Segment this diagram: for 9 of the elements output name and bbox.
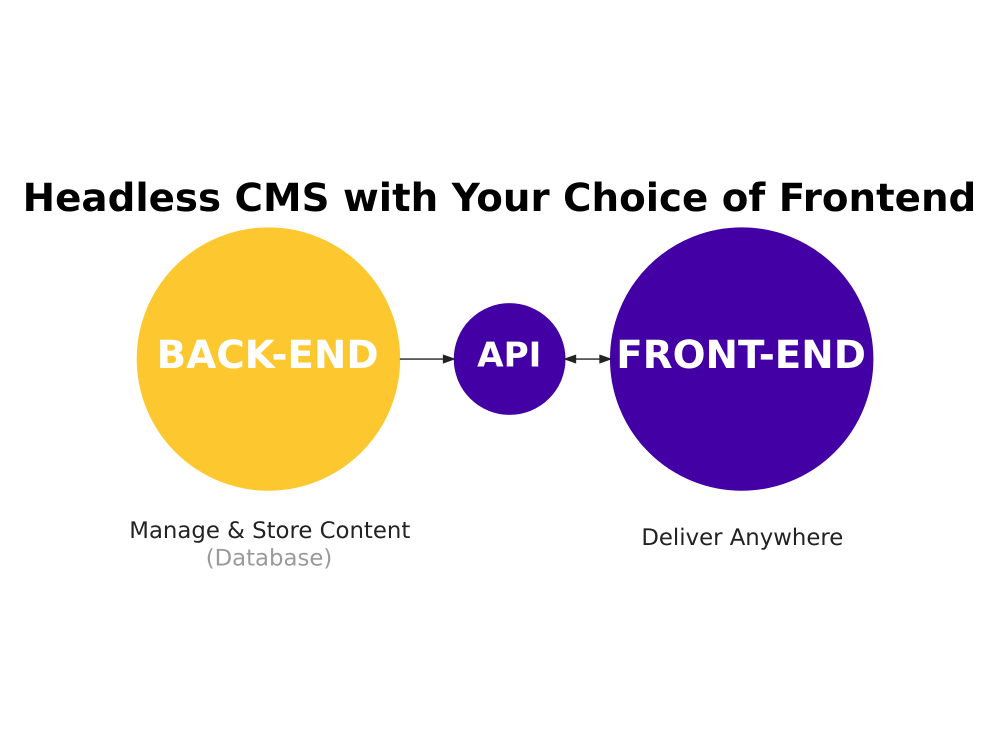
node-label: Deliver Anywhere xyxy=(640,524,843,551)
node-label: (Database) xyxy=(205,545,332,572)
diagram-title: Headless CMS with Your Choice of Frontend xyxy=(22,176,976,222)
node-label: Manage & Store Content xyxy=(128,518,410,544)
arrow xyxy=(399,354,456,364)
node-circle: FRONT-END xyxy=(609,227,873,491)
node-circle: BACK-END xyxy=(136,227,400,491)
arrow xyxy=(562,354,612,364)
node-circle: API xyxy=(453,303,565,415)
